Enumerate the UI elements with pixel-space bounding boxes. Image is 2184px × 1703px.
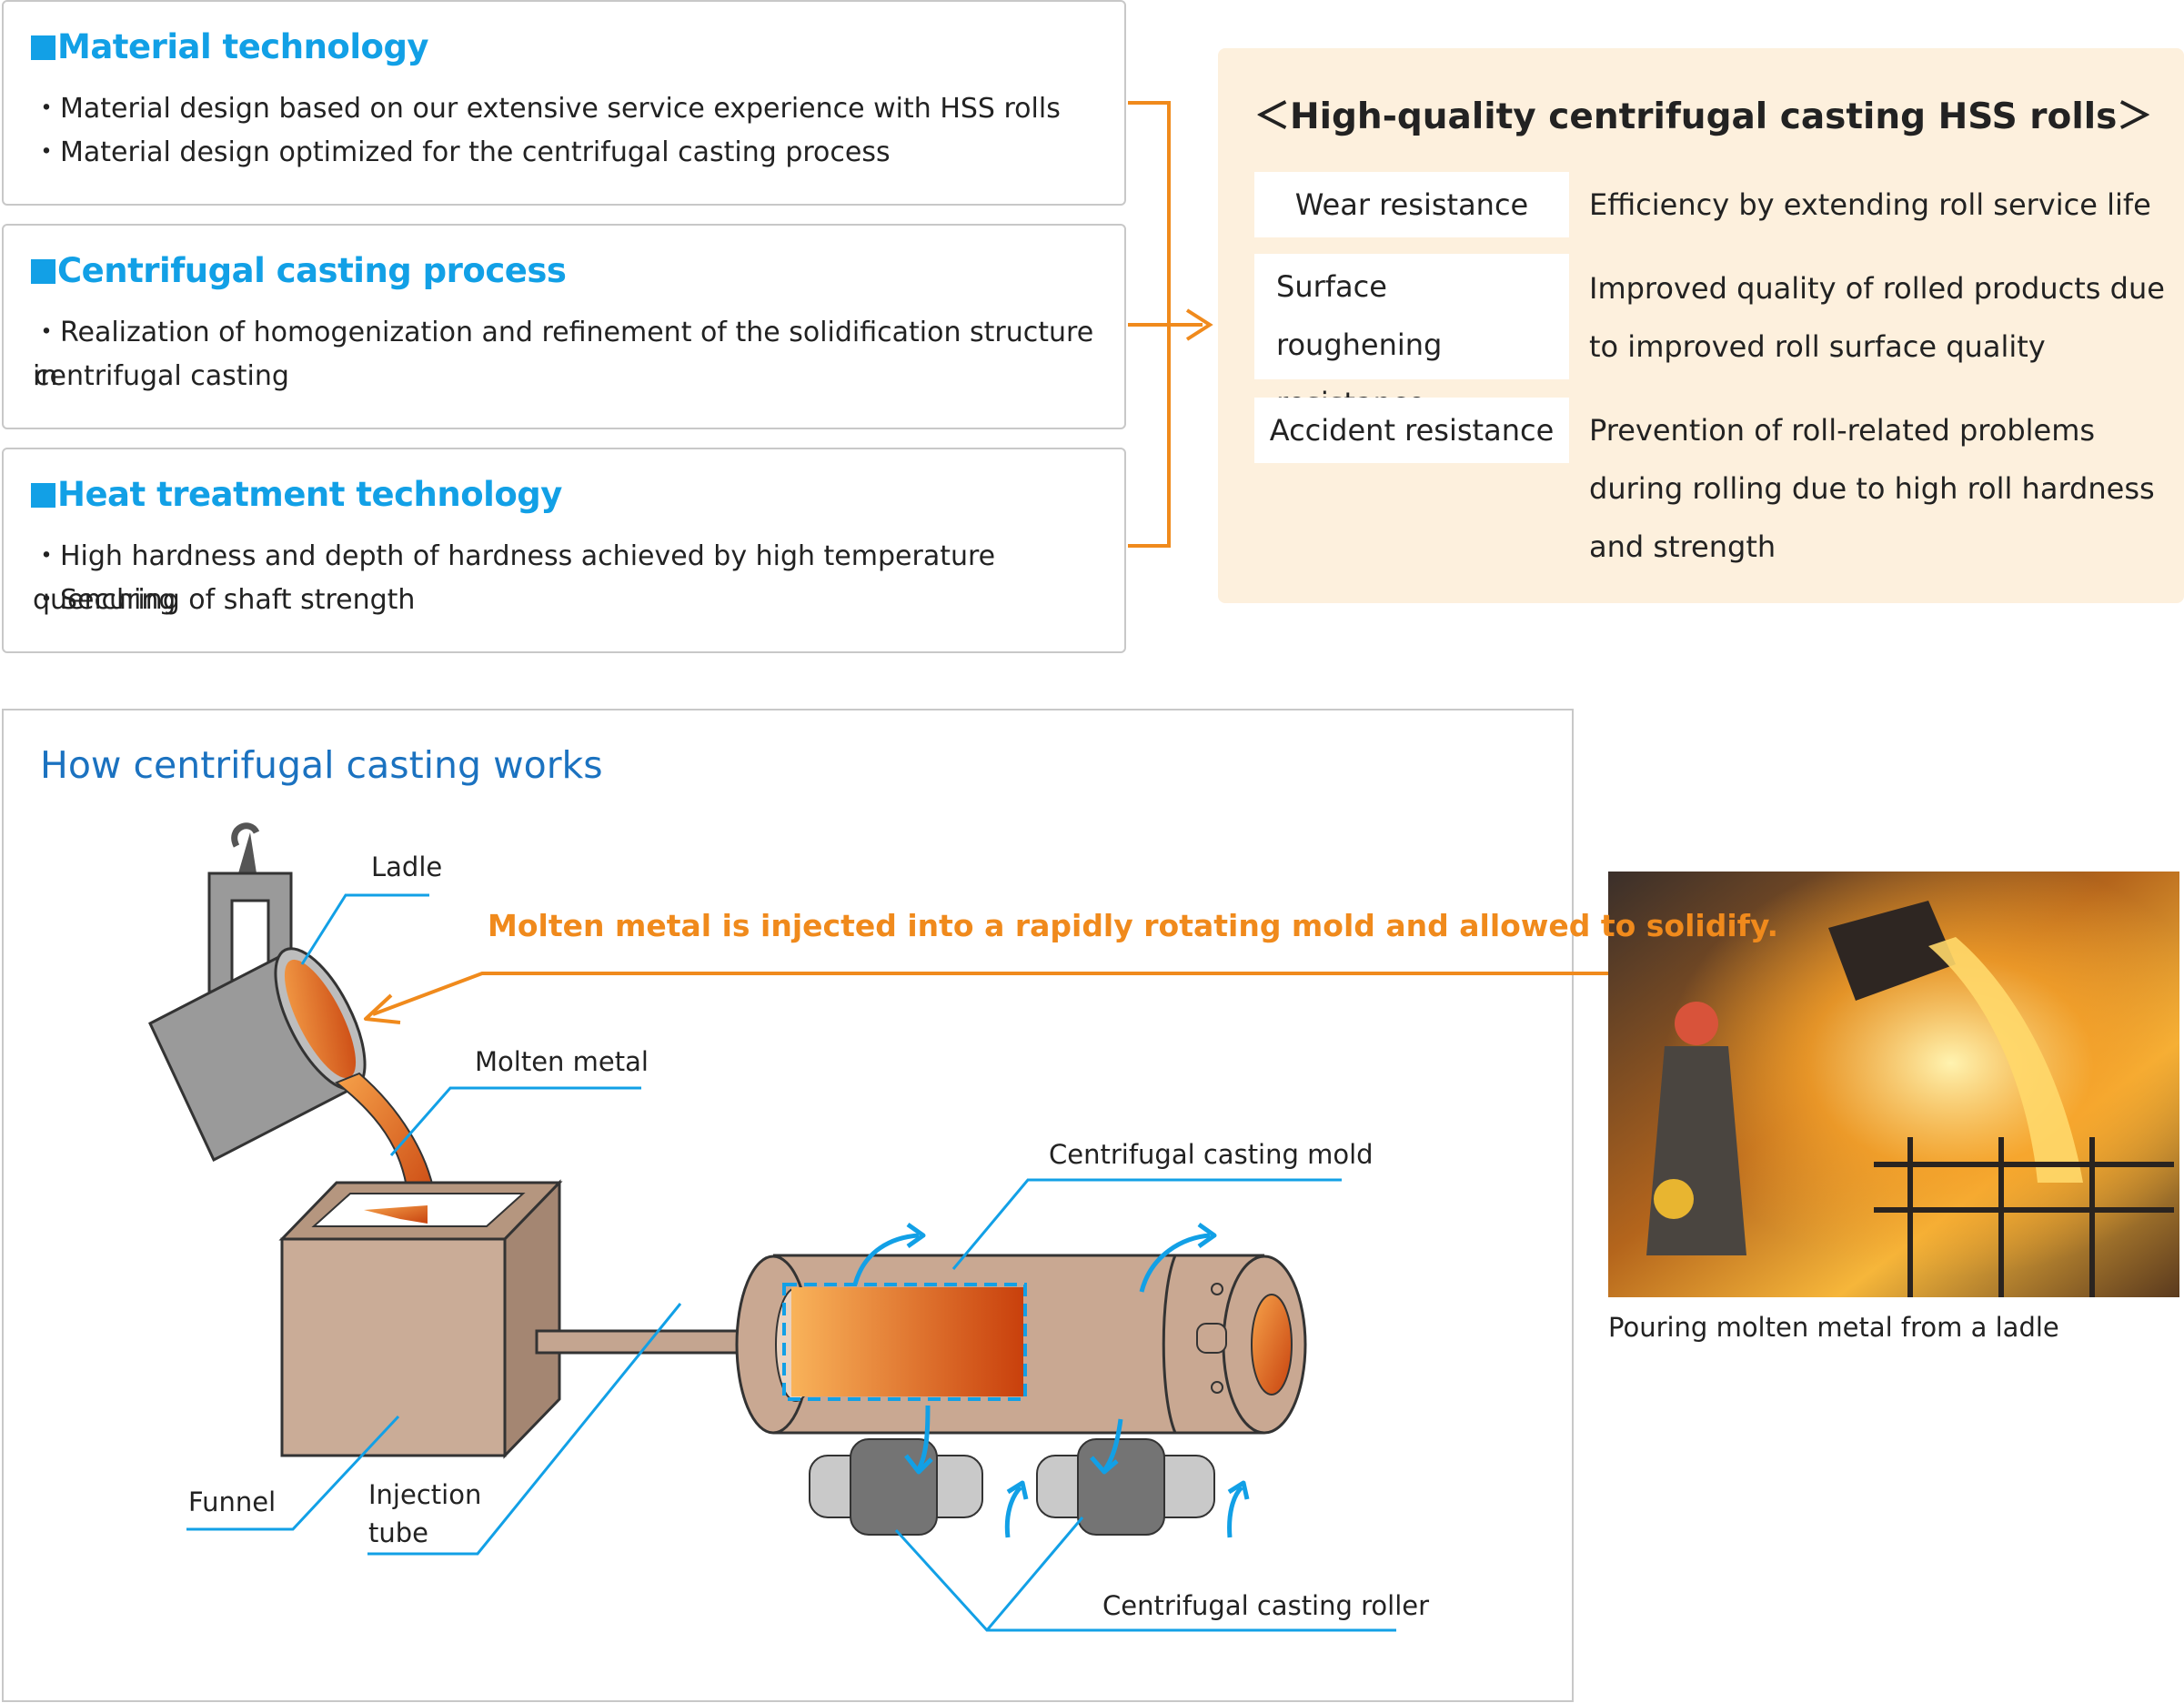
result-panel: ＜High-quality centrifugal casting HSS ro… (1218, 48, 2184, 603)
result-label-surface: Surface roughening resistance (1254, 254, 1569, 420)
label-roller: Centrifugal casting roller (1102, 1590, 1430, 1621)
label-ladle: Ladle (371, 852, 443, 882)
square-bullet-icon (31, 483, 55, 508)
feature-bullet: ・Securing of shaft strength (33, 584, 416, 616)
feature-box-heat: Heat treatment technology ・High hardness… (2, 448, 1126, 653)
result-value-wear: Efficiency by extending roll service lif… (1589, 187, 2151, 222)
feature-box-casting: Centrifugal casting process ・Realization… (2, 224, 1126, 429)
connector-bracket (1128, 101, 1213, 548)
square-bullet-icon (31, 35, 55, 60)
feature-box-material: Material technology ・Material design bas… (2, 0, 1126, 206)
mold-illustration (735, 1254, 1307, 1435)
rotation-arrows (852, 1222, 1250, 1538)
feature-title: Centrifugal casting process (31, 251, 567, 290)
feature-bullet: ・High hardness and depth of hardness ach… (33, 540, 996, 616)
result-label-wear: Wear resistance (1254, 172, 1569, 237)
square-bullet-icon (31, 259, 55, 284)
ladle-illustration (148, 822, 438, 1220)
note-arrow (364, 972, 1637, 1024)
result-label-accident: Accident resistance (1254, 398, 1569, 463)
label-mold: Centrifugal casting mold (1049, 1139, 1374, 1170)
result-value-accident: Prevention of roll-related problems duri… (1589, 413, 2155, 564)
feature-title: Material technology (31, 27, 429, 66)
how-title: How centrifugal casting works (40, 743, 603, 787)
label-funnel: Funnel (188, 1486, 277, 1517)
result-value-surface: Improved quality of rolled products due … (1589, 271, 2165, 364)
result-title: ＜High-quality centrifugal casting HSS ro… (1254, 96, 2153, 137)
pouring-photo (1608, 872, 2179, 1297)
feature-title: Heat treatment technology (31, 475, 562, 514)
label-molten-metal: Molten metal (475, 1046, 649, 1077)
label-leader-lines (186, 893, 1396, 1632)
funnel-illustration (278, 1179, 563, 1459)
feature-bullet: ・Realization of homogenization and refin… (33, 317, 1094, 392)
feature-bullet: ・Material design optimized for the centr… (33, 136, 891, 168)
feature-bullet: centrifugal casting (35, 360, 289, 392)
label-injection-tube: Injection tube (368, 1479, 482, 1548)
feature-bullet: ・Material design based on our extensive … (33, 93, 1061, 125)
photo-caption: Pouring molten metal from a ladle (1608, 1312, 2059, 1343)
process-note: Molten metal is injected into a rapidly … (488, 908, 1778, 943)
